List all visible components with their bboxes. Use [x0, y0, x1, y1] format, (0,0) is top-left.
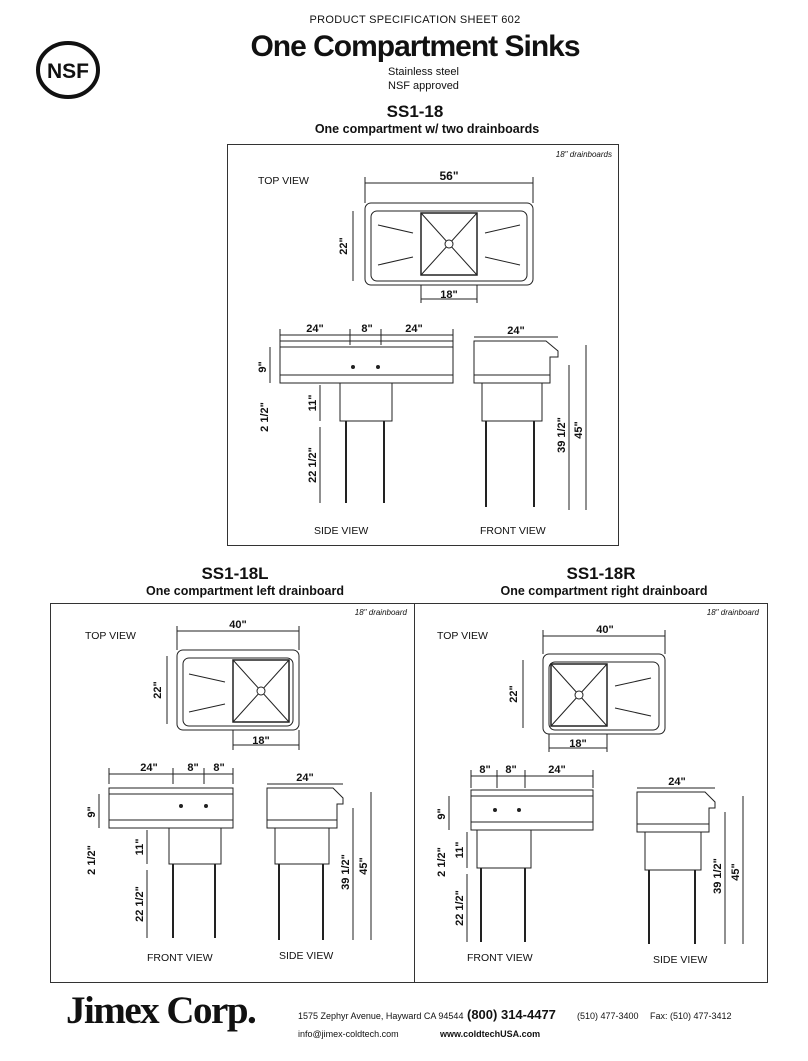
- svg-text:8": 8": [187, 762, 198, 774]
- ss1-18l-drawing: 40" 22" 18" 24" 8" 8" 9" 2 1/2" 11" 22 1…: [86, 619, 372, 940]
- svg-text:11": 11": [454, 842, 466, 859]
- website-link[interactable]: www.coldtechUSA.com: [440, 1029, 541, 1039]
- fax-number: Fax: (510) 477-3412: [650, 1011, 732, 1021]
- svg-text:8": 8": [361, 323, 372, 335]
- ss1-18-drawing: 56" 22" 18" 24" 8" 24" 9" 2 1/2" 11" 22 …: [257, 169, 587, 510]
- svg-text:11": 11": [134, 839, 146, 856]
- svg-text:24": 24": [405, 323, 422, 335]
- side-view-label: SIDE VIEW: [653, 954, 708, 966]
- svg-text:18": 18": [569, 738, 586, 750]
- svg-text:22 1/2": 22 1/2": [454, 890, 466, 926]
- svg-text:24": 24": [306, 323, 323, 335]
- top-view-label: TOP VIEW: [437, 630, 488, 642]
- svg-text:22 1/2": 22 1/2": [307, 447, 319, 483]
- front-view-label: FRONT VIEW: [147, 952, 213, 964]
- svg-text:39 1/2": 39 1/2": [556, 417, 568, 453]
- svg-text:24": 24": [140, 762, 157, 774]
- svg-text:2 1/2": 2 1/2": [86, 845, 98, 875]
- svg-text:2 1/2": 2 1/2": [436, 847, 448, 877]
- svg-text:2 1/2": 2 1/2": [259, 402, 271, 432]
- nsf-logo: NSF: [36, 40, 100, 100]
- svg-text:24": 24": [296, 772, 313, 784]
- phone-main[interactable]: (800) 314-4477: [467, 1007, 556, 1022]
- model-ss1-18-title: SS1-18: [386, 102, 444, 121]
- svg-text:45": 45": [358, 857, 370, 874]
- svg-text:22": 22": [338, 237, 350, 254]
- svg-text:22": 22": [152, 681, 164, 698]
- svg-text:18": 18": [252, 735, 269, 747]
- svg-text:40": 40": [596, 624, 613, 636]
- email-link[interactable]: info@jimex-coldtech.com: [298, 1029, 399, 1039]
- drainboard-note: 18" drainboards: [555, 150, 612, 159]
- front-view-label: FRONT VIEW: [467, 952, 533, 964]
- svg-text:56": 56": [439, 169, 458, 183]
- svg-text:24": 24": [668, 776, 685, 788]
- svg-text:9": 9": [436, 808, 448, 819]
- svg-text:22": 22": [508, 685, 520, 702]
- ss1-18l-drawing-panel: 18" drainboard TOP VIEW FRONT VIEW SIDE …: [50, 603, 416, 983]
- company-address: 1575 Zephyr Avenue, Hayward CA 94544: [298, 1011, 464, 1021]
- drainboard-note: 18" drainboard: [706, 608, 759, 617]
- svg-text:9": 9": [86, 806, 98, 817]
- model-ss1-18l-title: SS1-18L: [201, 564, 269, 583]
- svg-text:8": 8": [505, 764, 516, 776]
- model-ss1-18-description: One compartment w/ two drainboards: [314, 122, 540, 136]
- top-view-label: TOP VIEW: [85, 630, 136, 642]
- sheet-label: PRODUCT SPECIFICATION SHEET 602: [309, 14, 521, 26]
- model-ss1-18r-description: One compartment right drainboard: [500, 584, 708, 598]
- side-view-label: SIDE VIEW: [314, 525, 369, 537]
- svg-text:18": 18": [440, 289, 457, 301]
- ss1-18r-drawing-panel: 18" drainboard TOP VIEW FRONT VIEW SIDE …: [414, 603, 768, 983]
- page-title: One Compartment Sinks: [250, 30, 580, 63]
- model-ss1-18r-title: SS1-18R: [566, 564, 636, 583]
- svg-text:9": 9": [257, 361, 269, 372]
- ss1-18-drawing-panel: 18" drainboards TOP VIEW SIDE VIEW FRONT…: [227, 144, 619, 546]
- model-ss1-18l-description: One compartment left drainboard: [146, 584, 344, 598]
- drainboard-note: 18" drainboard: [354, 608, 407, 617]
- phone-local[interactable]: (510) 477-3400: [577, 1011, 639, 1021]
- svg-text:11": 11": [307, 395, 319, 412]
- svg-text:8": 8": [479, 764, 490, 776]
- svg-text:NSF: NSF: [47, 60, 89, 83]
- svg-text:24": 24": [548, 764, 565, 776]
- svg-text:45": 45": [573, 421, 585, 438]
- svg-text:8": 8": [213, 762, 224, 774]
- side-view-label: SIDE VIEW: [279, 950, 334, 962]
- front-view-label: FRONT VIEW: [480, 525, 546, 537]
- svg-text:45": 45": [730, 863, 742, 880]
- company-logo: Jimex Corp.: [66, 989, 257, 1032]
- approval-line: NSF approved: [388, 80, 459, 92]
- ss1-18r-drawing: 40" 22" 18" 8" 8" 24" 9" 2 1/2" 11" 22 1…: [436, 624, 744, 944]
- svg-text:39 1/2": 39 1/2": [712, 858, 724, 894]
- svg-text:24": 24": [507, 325, 524, 337]
- material-line: Stainless steel: [388, 66, 459, 78]
- svg-text:22 1/2": 22 1/2": [134, 886, 146, 922]
- top-view-label: TOP VIEW: [258, 175, 309, 187]
- svg-text:40": 40": [229, 619, 246, 631]
- svg-text:39 1/2": 39 1/2": [340, 854, 352, 890]
